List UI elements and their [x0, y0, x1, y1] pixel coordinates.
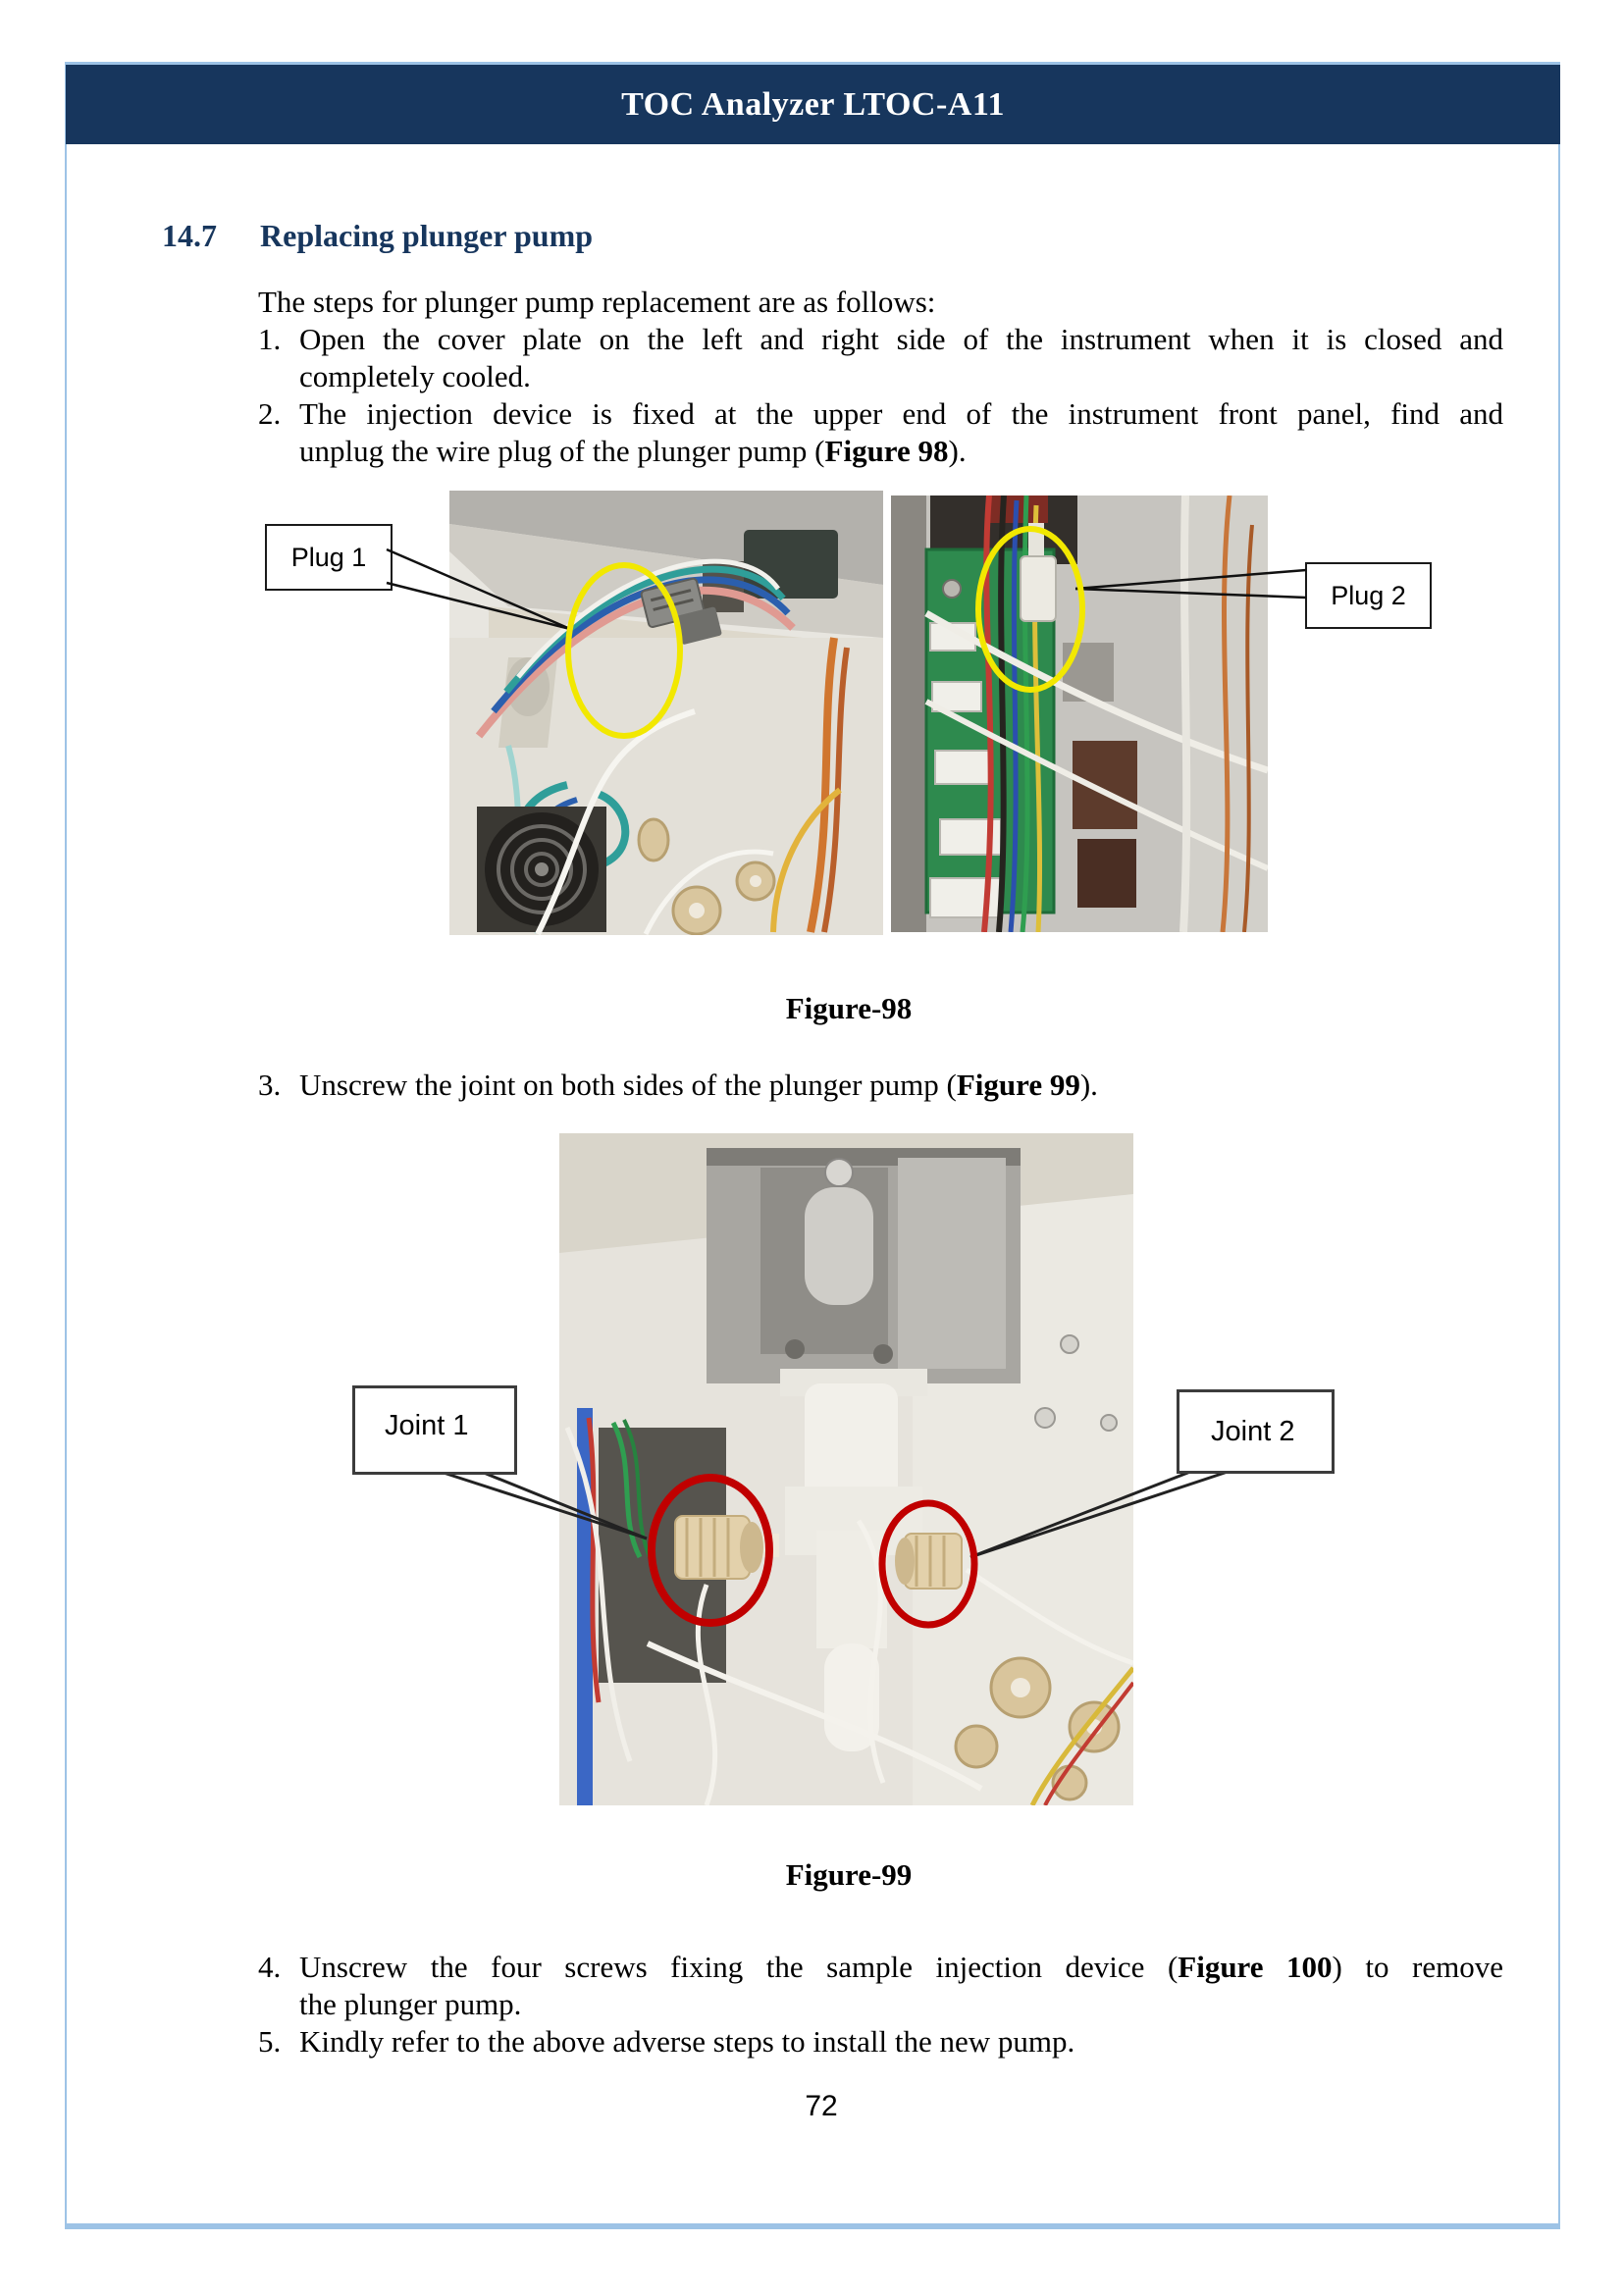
page-number: 72: [805, 2090, 838, 2122]
figure-98-left-photo: [449, 491, 883, 935]
section-heading: 14.7 Replacing plunger pump: [0, 218, 1624, 261]
callout-plug-2-label: Plug 2: [1331, 580, 1406, 610]
callout-joint-1: Joint 1: [352, 1385, 517, 1475]
callout-joint-1-label: Joint 1: [385, 1410, 469, 1441]
figure-98-right-photo: [891, 496, 1268, 932]
callout-plug-2: Plug 2: [1305, 562, 1432, 629]
step-4-line-1: Unscrew the four screws fixing the sampl…: [299, 1950, 1504, 1984]
page-border-top: [65, 62, 1560, 65]
section-number: 14.7: [162, 218, 217, 253]
header-bar: TOC Analyzer LTOC-A11: [66, 65, 1560, 144]
page-border-bottom: [65, 2223, 1560, 2229]
header-title: TOC Analyzer LTOC-A11: [621, 85, 1005, 123]
callout-plug-1: Plug 1: [265, 524, 393, 591]
callout-joint-2: Joint 2: [1177, 1389, 1335, 1474]
figure-99-photo: [559, 1133, 1133, 1805]
step-2-line-1: The injection device is fixed at the upp…: [299, 396, 1503, 431]
step-3-line-1: Unscrew the joint on both sides of the p…: [299, 1068, 1098, 1102]
step-3-number: 3.: [258, 1068, 282, 1102]
step-5-line-1: Kindly refer to the above adverse steps …: [299, 2024, 1075, 2059]
step-2-number: 2.: [258, 396, 282, 431]
step-5-number: 5.: [258, 2024, 282, 2059]
page-border-right: [1558, 62, 1560, 2229]
figure-98-caption: Figure-98: [785, 991, 913, 1025]
page-border-left: [65, 62, 67, 2229]
intro-text: The steps for plunger pump replacement a…: [258, 285, 936, 319]
callout-plug-1-label: Plug 1: [290, 542, 367, 572]
step-4-number: 4.: [258, 1950, 282, 1984]
step-2-line-2: unplug the wire plug of the plunger pump…: [299, 434, 967, 468]
figure-99-caption: Figure-99: [785, 1857, 913, 1892]
section-title: Replacing plunger pump: [260, 218, 594, 253]
step-1-line-2: completely cooled.: [299, 359, 531, 393]
callout-joint-2-label: Joint 2: [1211, 1416, 1295, 1447]
step-1-line-1: Open the cover plate on the left and rig…: [299, 322, 1503, 356]
step-1-number: 1.: [258, 322, 282, 356]
step-4-line-2: the plunger pump.: [299, 1987, 522, 2021]
